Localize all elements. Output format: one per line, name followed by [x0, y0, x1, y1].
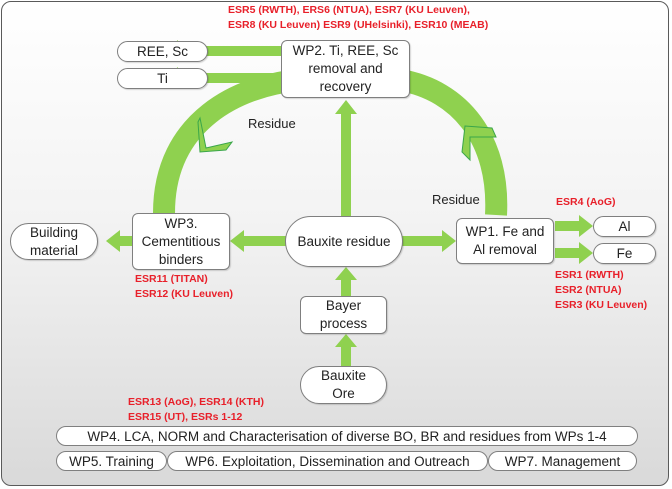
wp1-box: WP1. Fe and Al removal — [456, 218, 554, 264]
arrow-head-to-fe — [579, 242, 593, 264]
esr-label-wp4: ESR13 (AoG), ESR14 (KTH) ESR15 (UT), ESR… — [128, 395, 264, 425]
arrow-shaft-bayer-to-residue — [341, 278, 351, 296]
node-text: Building — [29, 224, 79, 240]
node-text: process — [319, 316, 368, 331]
chevron-up-icon — [461, 125, 497, 162]
node-text: Fe — [616, 245, 633, 261]
arrow-head-to-wp2 — [335, 100, 357, 114]
wp3-box: WP3. Cementitious binders — [132, 213, 230, 270]
esr-line: ESR13 (AoG), ESR14 (KTH) — [128, 396, 264, 408]
node-text: Al — [618, 218, 631, 234]
esr-line: ESR5 (RWTH), ERS6 (NTUA), ESR7 (KU Leuve… — [228, 4, 470, 16]
bauxite-residue-node: Bauxite residue — [285, 216, 403, 267]
node-text: recovery — [319, 79, 372, 94]
esr-line: ESR3 (KU Leuven) — [555, 299, 648, 311]
arrow-shaft-to-wp2 — [341, 112, 351, 218]
arrow-head-bayer-to-residue — [335, 267, 357, 280]
node-text: Bauxite — [320, 368, 367, 383]
output-building-material: Building material — [10, 223, 98, 260]
node-text: WP2. Ti, REE, Sc — [292, 43, 399, 58]
arrow-head-to-wp3 — [230, 230, 244, 252]
residue-arc — [153, 69, 508, 216]
residue-label-left: Residue — [248, 116, 296, 131]
node-text: material — [29, 242, 78, 258]
arrow-head-to-al — [579, 215, 593, 237]
output-ree-sc: REE, Sc — [117, 41, 208, 62]
esr-line: ESR12 (KU Leuven) — [135, 288, 234, 300]
esr-label-wp3: ESR11 (TITAN) ESR12 (KU Leuven) — [135, 272, 233, 302]
esr-line: ESR1 (RWTH) — [555, 269, 624, 281]
wp2-box: WP2. Ti, REE, Sc removal and recovery — [281, 40, 410, 98]
arrow-shaft-to-wp1 — [402, 236, 444, 246]
wp5-bar: WP5. Training — [56, 451, 167, 471]
esr-line: ESR8 (KU Leuven) ESR9 (UHelsinki), ESR10… — [228, 19, 489, 31]
node-text: WP1. Fe and — [465, 224, 545, 239]
arrow-shaft-to-fe — [555, 248, 581, 258]
chevron-down-icon — [197, 116, 234, 153]
node-text: REE, Sc — [136, 43, 188, 59]
arrow-shaft-to-ree — [176, 46, 282, 56]
node-text: Ti — [157, 70, 168, 86]
output-fe: Fe — [593, 243, 656, 264]
arrow-shaft-ore-to-bayer — [341, 345, 351, 367]
esr-line: ESR15 (UT), ESRs 1-12 — [128, 411, 243, 423]
node-text: WP3. — [164, 215, 198, 231]
node-text: removal and — [308, 61, 383, 76]
esr-label-wp2: ESR5 (RWTH), ERS6 (NTUA), ESR7 (KU Leuve… — [228, 3, 488, 33]
output-ti: Ti — [117, 68, 208, 89]
node-text: Ore — [332, 386, 355, 401]
arrow-shaft-to-al — [555, 221, 581, 231]
residue-label-right: Residue — [432, 192, 480, 207]
node-text: Bauxite residue — [297, 233, 391, 249]
bauxite-ore-node: Bauxite Ore — [300, 366, 387, 404]
node-text: Bayer — [325, 298, 362, 313]
arrow-head-to-building — [106, 230, 120, 252]
node-text: Cementitious — [141, 233, 221, 249]
arrow-shaft-to-ti — [176, 73, 282, 83]
esr-line: ESR2 (NTUA) — [555, 284, 622, 296]
esr-line: ESR4 (AoG) — [556, 196, 616, 208]
esr-line: ESR11 (TITAN) — [135, 273, 208, 285]
bayer-process-box: Bayer process — [300, 296, 387, 334]
output-al: Al — [593, 216, 656, 237]
node-text: binders — [158, 251, 204, 267]
arrow-shaft-to-wp3 — [242, 236, 286, 246]
arrow-head-to-wp1 — [442, 230, 456, 252]
wp7-bar: WP7. Management — [488, 451, 637, 471]
wp6-bar: WP6. Exploitation, Dissemination and Out… — [167, 451, 488, 471]
arrow-shaft-to-building — [118, 236, 132, 246]
esr-label-wp1-top: ESR4 (AoG) — [556, 195, 616, 210]
wp4-bar: WP4. LCA, NORM and Characterisation of d… — [56, 426, 638, 446]
arrow-head-ore-to-bayer — [335, 334, 357, 347]
node-text: Al removal — [473, 242, 537, 257]
esr-label-wp1-bottom: ESR1 (RWTH) ESR2 (NTUA) ESR3 (KU Leuven) — [555, 268, 647, 313]
